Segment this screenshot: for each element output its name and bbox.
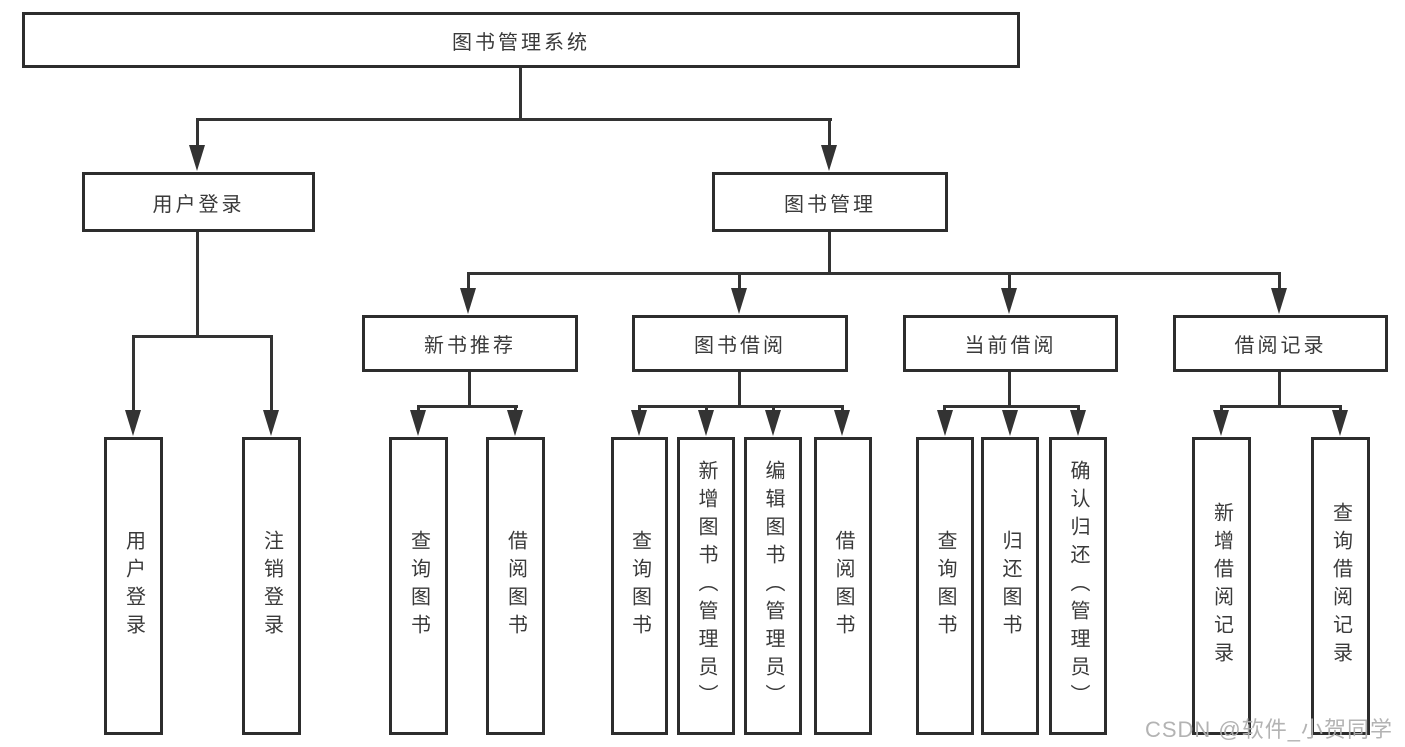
node-current-borrowing: 当前借阅 bbox=[903, 315, 1118, 372]
connector-line bbox=[828, 120, 831, 150]
connector-line bbox=[1008, 274, 1011, 291]
connector-line bbox=[943, 405, 946, 414]
arrow-down-icon bbox=[731, 288, 747, 314]
connector-line bbox=[738, 372, 741, 407]
node-book-management: 图书管理 bbox=[712, 172, 948, 232]
connector-line bbox=[638, 405, 641, 414]
leaf-edit-book-admin: 编辑图书（管理员） bbox=[744, 437, 802, 735]
connector-line bbox=[1008, 372, 1011, 407]
arrow-down-icon bbox=[1002, 410, 1018, 436]
arrow-down-icon bbox=[631, 410, 647, 436]
arrow-down-icon bbox=[1271, 288, 1287, 314]
node-new-book-recommend: 新书推荐 bbox=[362, 315, 578, 372]
leaf-logout: 注销登录 bbox=[242, 437, 301, 735]
arrow-down-icon bbox=[1332, 410, 1348, 436]
connector-line bbox=[1278, 372, 1281, 407]
arrow-down-icon bbox=[125, 410, 141, 436]
connector-line bbox=[828, 232, 831, 274]
arrow-down-icon bbox=[1070, 410, 1086, 436]
connector-line bbox=[738, 274, 741, 291]
connector-line bbox=[196, 118, 832, 121]
connector-line bbox=[1220, 405, 1342, 408]
connector-line bbox=[132, 335, 273, 338]
connector-line bbox=[417, 405, 420, 414]
arrow-down-icon bbox=[460, 288, 476, 314]
arrow-down-icon bbox=[765, 410, 781, 436]
arrow-down-icon bbox=[1213, 410, 1229, 436]
node-library-management-system: 图书管理系统 bbox=[22, 12, 1020, 68]
connector-line bbox=[132, 337, 135, 413]
arrow-down-icon bbox=[821, 145, 837, 171]
connector-line bbox=[1220, 405, 1223, 414]
node-user-login: 用户登录 bbox=[82, 172, 315, 232]
connector-line bbox=[705, 405, 708, 414]
arrow-down-icon bbox=[937, 410, 953, 436]
arrow-down-icon bbox=[834, 410, 850, 436]
watermark: CSDN @软件_小贺同学 bbox=[1144, 717, 1393, 742]
connector-line bbox=[196, 120, 199, 150]
connector-line bbox=[417, 405, 518, 408]
connector-line bbox=[1278, 274, 1281, 291]
connector-line bbox=[1339, 405, 1342, 414]
connector-line bbox=[519, 68, 522, 120]
leaf-borrow-books-recommend: 借阅图书 bbox=[486, 437, 545, 735]
arrow-down-icon bbox=[410, 410, 426, 436]
node-borrowing-records: 借阅记录 bbox=[1173, 315, 1388, 372]
leaf-return-books: 归还图书 bbox=[981, 437, 1039, 735]
connector-line bbox=[514, 405, 517, 414]
connector-line bbox=[467, 274, 470, 291]
arrow-down-icon bbox=[1001, 288, 1017, 314]
node-book-borrowing: 图书借阅 bbox=[632, 315, 848, 372]
connector-line bbox=[943, 405, 1080, 408]
leaf-add-borrow-record: 新增借阅记录 bbox=[1192, 437, 1251, 735]
leaf-query-books-borrowing: 查询图书 bbox=[611, 437, 668, 735]
connector-line bbox=[467, 272, 1281, 275]
arrow-down-icon bbox=[189, 145, 205, 171]
connector-line bbox=[841, 405, 844, 414]
arrow-down-icon bbox=[507, 410, 523, 436]
leaf-query-borrow-record: 查询借阅记录 bbox=[1311, 437, 1370, 735]
leaf-query-books-recommend: 查询图书 bbox=[389, 437, 448, 735]
arrow-down-icon bbox=[698, 410, 714, 436]
arrow-down-icon bbox=[263, 410, 279, 436]
connector-line bbox=[270, 337, 273, 413]
leaf-confirm-return-admin: 确认归还（管理员） bbox=[1049, 437, 1107, 735]
leaf-user-login: 用户登录 bbox=[104, 437, 163, 735]
connector-line bbox=[468, 372, 471, 407]
connector-line bbox=[1077, 405, 1080, 414]
connector-line bbox=[772, 405, 775, 414]
connector-line bbox=[638, 405, 844, 408]
leaf-query-books-current: 查询图书 bbox=[916, 437, 974, 735]
connector-line bbox=[196, 232, 199, 337]
leaf-add-book-admin: 新增图书（管理员） bbox=[677, 437, 735, 735]
leaf-borrow-books: 借阅图书 bbox=[814, 437, 872, 735]
